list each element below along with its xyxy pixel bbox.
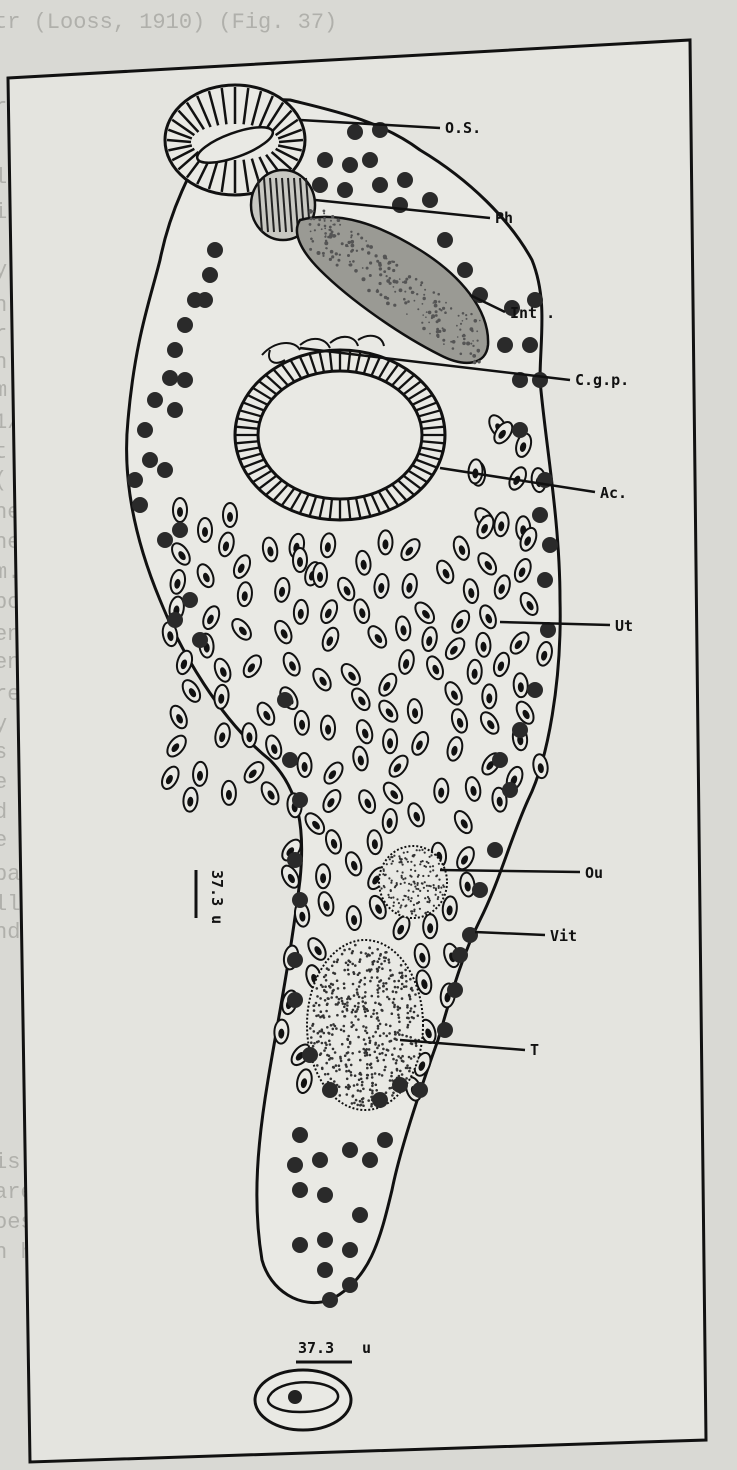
label-intestine: Int'. [510,304,555,322]
scale-bottom-unit: u [362,1339,371,1357]
label-acetabulum: Ac. [600,484,627,502]
egg-cross-section [255,1370,351,1430]
label-testis: T [530,1041,539,1059]
label-oral-sucker: O.S. [445,119,481,137]
label-vitellaria: Vit [550,927,577,945]
label-pharynx: Ph [495,209,513,227]
scale-left-text: 37.3 u [208,870,226,924]
scale-bottom-value: 37.3 [298,1339,334,1357]
acetabulum [235,350,445,520]
label-genital-pore: C.g.p. [575,371,629,389]
label-uterus: Ut [615,617,633,635]
label-ovary: Ou [585,864,603,882]
